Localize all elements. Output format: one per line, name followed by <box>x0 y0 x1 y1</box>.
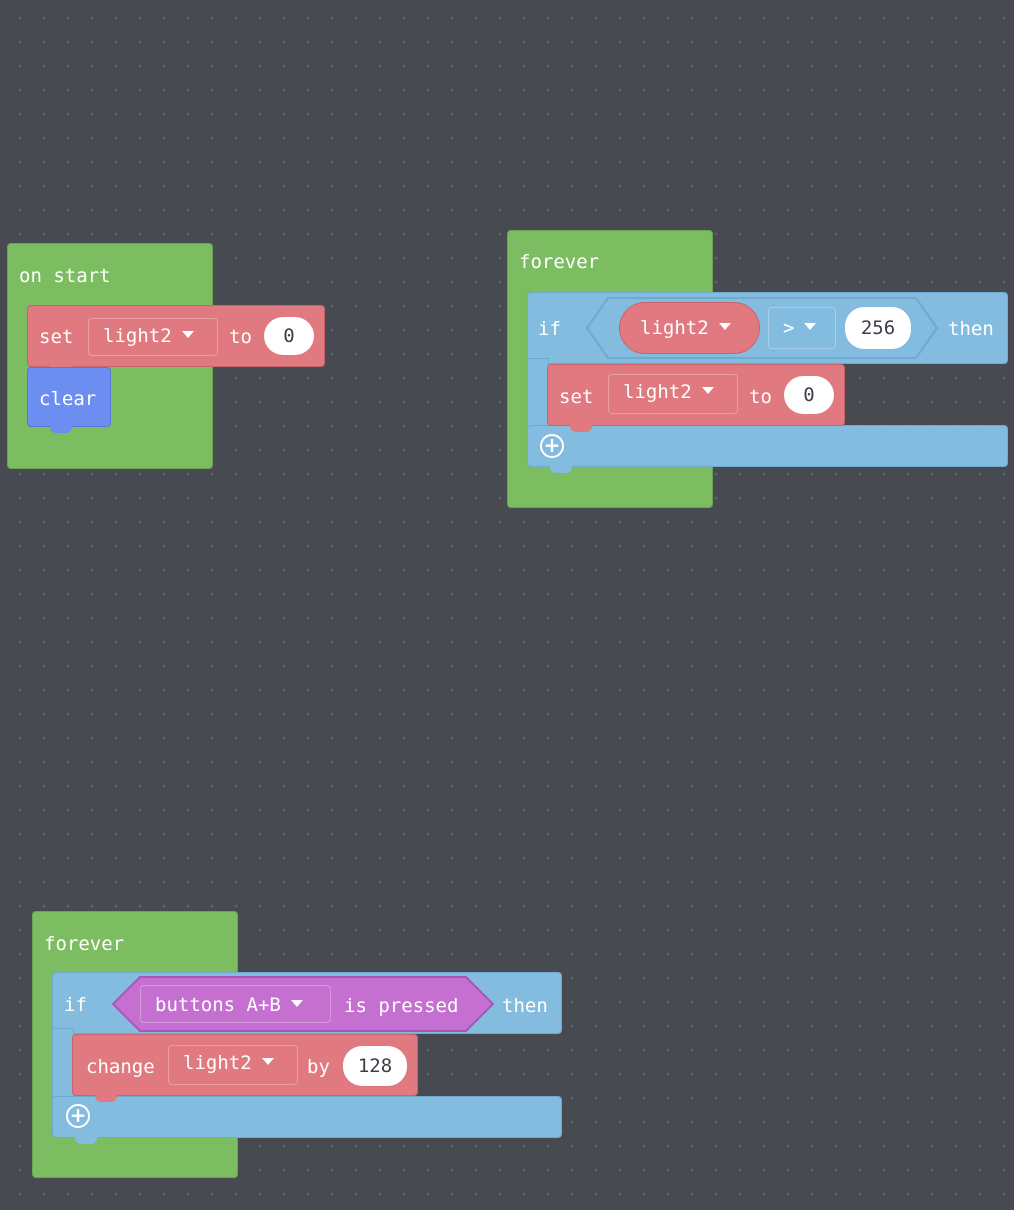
variable-reporter-name[interactable]: light2 <box>640 316 731 340</box>
button-dropdown[interactable]: buttons A+B <box>140 985 331 1023</box>
block-connector <box>95 1095 117 1102</box>
variable-name: light2 <box>183 1052 252 1074</box>
change-keyword: change <box>86 1056 155 1078</box>
block-connector <box>550 466 572 473</box>
then-keyword: then <box>948 318 994 340</box>
button-name: buttons A+B <box>155 994 281 1016</box>
variable-name: light2 <box>103 325 172 347</box>
then-keyword: then <box>502 995 548 1017</box>
clear-label: clear <box>39 388 97 410</box>
block-connector <box>570 425 592 432</box>
value-input[interactable]: 0 <box>264 317 314 355</box>
variable-dropdown[interactable]: light2 <box>608 374 738 414</box>
variable-reporter[interactable] <box>619 302 760 354</box>
block-connector <box>50 426 72 433</box>
if-keyword: if <box>538 318 561 340</box>
forever-label: forever <box>44 933 125 955</box>
if-block-footer[interactable] <box>527 425 1008 467</box>
variable-dropdown[interactable]: light2 <box>168 1045 298 1085</box>
is-pressed-label: is pressed <box>344 995 459 1017</box>
operator-value: > <box>783 317 795 339</box>
chevron-down-icon <box>701 387 714 394</box>
chevron-down-icon <box>290 1000 303 1007</box>
operator-dropdown[interactable]: > <box>768 307 836 349</box>
chevron-down-icon <box>181 331 194 338</box>
if-block-arm <box>52 1028 74 1100</box>
by-keyword: by <box>307 1056 330 1078</box>
add-else-icon[interactable]: + <box>540 434 564 458</box>
variable-dropdown[interactable]: light2 <box>88 318 218 356</box>
to-keyword: to <box>749 386 772 408</box>
if-block-footer[interactable] <box>52 1096 562 1138</box>
chevron-down-icon <box>261 1058 274 1065</box>
if-keyword: if <box>64 994 87 1016</box>
variable-name: light2 <box>623 381 692 403</box>
add-else-icon[interactable]: + <box>66 1104 90 1128</box>
button-pressed-block[interactable] <box>112 976 494 1032</box>
number-input[interactable]: 128 <box>343 1046 407 1086</box>
on-start-label: on start <box>19 265 111 287</box>
block-connector <box>75 1137 97 1144</box>
number-input[interactable]: 256 <box>845 307 911 349</box>
set-keyword: set <box>39 326 74 348</box>
chevron-down-icon <box>718 323 731 330</box>
to-keyword: to <box>229 326 252 348</box>
chevron-down-icon <box>804 323 817 330</box>
if-block-arm <box>527 358 549 430</box>
value-input[interactable]: 0 <box>784 376 834 414</box>
forever-label: forever <box>519 251 600 273</box>
set-keyword: set <box>559 386 594 408</box>
